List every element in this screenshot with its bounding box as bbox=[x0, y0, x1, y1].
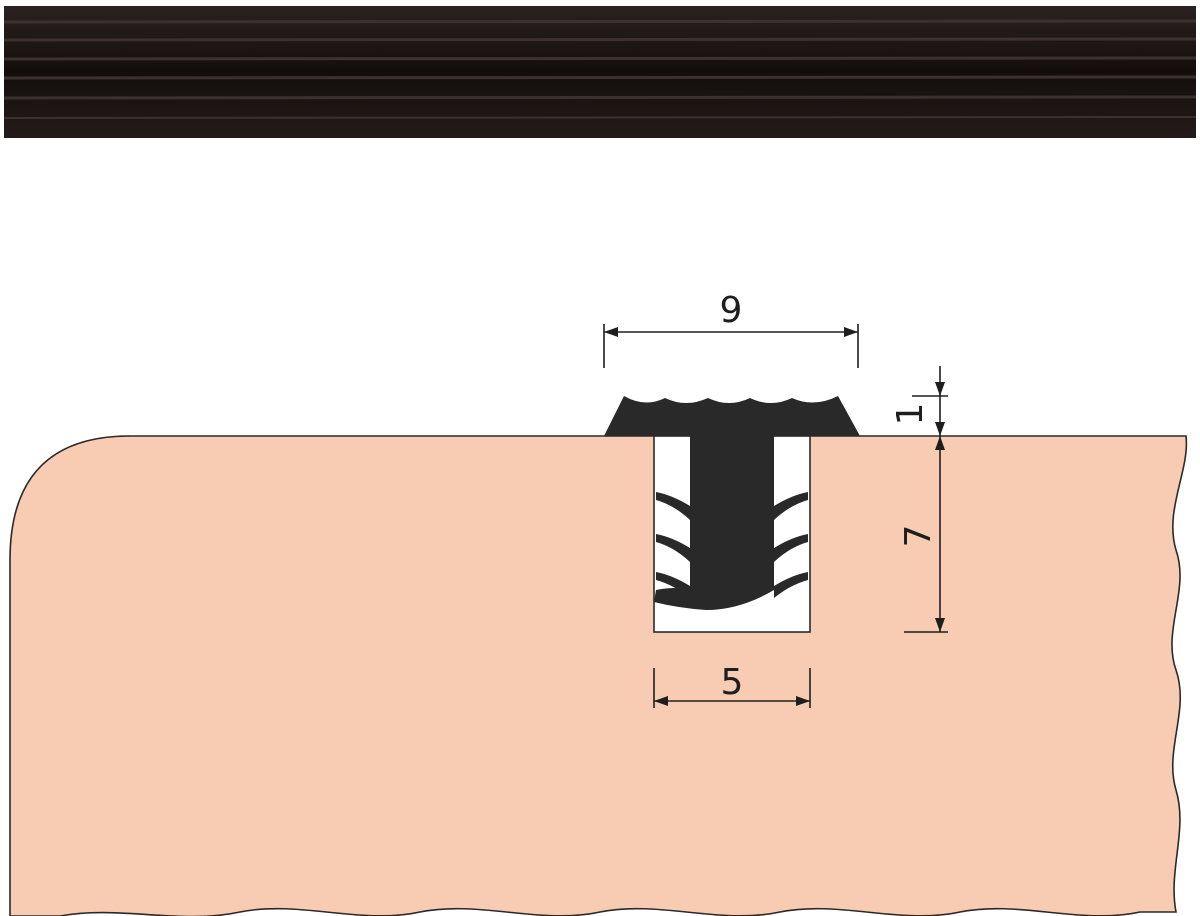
dimension-width-foot-label: 5 bbox=[721, 662, 744, 703]
profile-fin-left-1 bbox=[656, 492, 690, 520]
strip-body bbox=[4, 6, 1196, 138]
dimension-height-foot: 7 bbox=[898, 436, 948, 633]
board-cross-section bbox=[9, 435, 1188, 916]
dimension-width-top-label: 9 bbox=[720, 290, 743, 331]
strip-rib-4 bbox=[3, 75, 1197, 80]
dimension-height-head-label: 1 bbox=[890, 403, 931, 426]
profile-fin-right-3 bbox=[774, 572, 808, 598]
product-strip bbox=[3, 6, 1197, 138]
profile-fin-right-1 bbox=[774, 492, 808, 520]
t-profile bbox=[604, 396, 860, 610]
dimension-width-foot: 5 bbox=[653, 662, 811, 708]
strip-rib-6 bbox=[3, 116, 1197, 120]
dimension-width-top: 9 bbox=[603, 290, 859, 368]
profile-fin-left-2 bbox=[656, 534, 690, 562]
strip-rib-3 bbox=[3, 56, 1197, 61]
profile-head bbox=[604, 396, 860, 436]
profile-stem bbox=[654, 436, 774, 610]
dimension-height-head: 1 bbox=[890, 366, 948, 436]
strip-rib-1 bbox=[3, 19, 1197, 24]
profile-fin-right-2 bbox=[774, 534, 808, 562]
profile-fin-left-3 bbox=[656, 572, 690, 598]
dimension-height-foot-label: 7 bbox=[898, 525, 939, 548]
strip-rib-5 bbox=[3, 95, 1197, 100]
strip-rib-2 bbox=[3, 37, 1197, 42]
